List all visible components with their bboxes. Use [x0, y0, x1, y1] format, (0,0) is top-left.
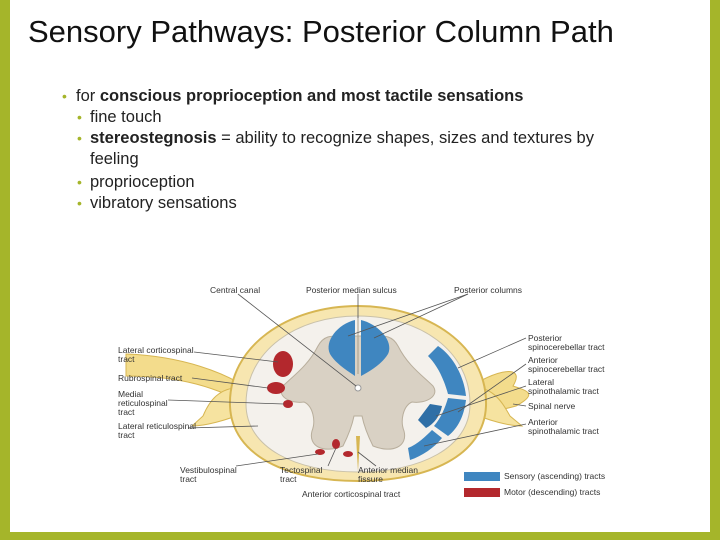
rubrospinal-tract: [267, 382, 285, 394]
stereostegnosis-def: = ability to recognize shapes, sizes and…: [216, 129, 594, 147]
legend-label-motor: Motor (descending) tracts: [504, 487, 601, 497]
label-posterior-median-sulcus: Posterior median sulcus: [306, 285, 397, 295]
label-central-canal: Central canal: [210, 285, 261, 295]
anterior-spinocerebellar-tract: [434, 398, 466, 436]
anterior-spinothalamic-tract: [408, 430, 442, 460]
bullet-dot-icon: •: [77, 109, 82, 125]
label-spinal-nerve: Spinal nerve: [528, 401, 576, 411]
central-canal: [354, 384, 362, 392]
stereostegnosis-def-cont: feeling: [90, 150, 139, 168]
bullet-dot-icon: •: [77, 130, 82, 146]
leader-lines: [167, 293, 527, 467]
stereostegnosis-term: stereostegnosis: [90, 129, 217, 147]
spinal-cord-illustration: [125, 293, 530, 483]
bullet-dot-icon: •: [62, 88, 67, 104]
slide: Sensory Pathways: Posterior Column Path …: [10, 0, 710, 532]
spinal-cord-figure: Central canal Posterior median sulcus Po…: [108, 276, 628, 504]
bullet-dot-icon: •: [77, 195, 82, 211]
legend-swatch-motor: [464, 488, 500, 497]
bullet-main-bold: conscious proprioception and most tactil…: [99, 87, 524, 105]
tectospinal-tract: [332, 439, 340, 449]
sub-bullet-text: proprioception: [90, 173, 195, 191]
lateral-spinothalamic-tract: [418, 404, 442, 428]
sub-bullet-text: vibratory sensations: [90, 194, 237, 212]
lateral-corticospinal-tract: [273, 351, 293, 377]
bullet-list: • for conscious proprioception and most …: [62, 86, 682, 214]
sub-bullet-stereostegnosis: • stereostegnosis = ability to recognize…: [62, 128, 682, 170]
bullet-dot-icon: •: [77, 174, 82, 190]
anterior-median-fissure: [356, 436, 360, 472]
posterior-spinocerebellar-tract: [428, 346, 466, 396]
sub-bullet-vibratory: • vibratory sensations: [62, 193, 682, 214]
bullet-main-prefix: for: [76, 87, 100, 105]
sub-bullet-proprioception: • proprioception: [62, 172, 682, 193]
label-rubrospinal: Rubrospinal tract: [118, 373, 183, 383]
label-posterior-columns: Posterior columns: [454, 285, 523, 295]
sub-bullet-text: fine touch: [90, 108, 162, 126]
posterior-column-left: [328, 320, 355, 376]
label-anterior-corticospinal: Anterior corticospinal tract: [302, 489, 401, 499]
legend-label-sensory: Sensory (ascending) tracts: [504, 471, 606, 481]
sub-bullet-fine-touch: • fine touch: [62, 107, 682, 128]
bullet-main: • for conscious proprioception and most …: [62, 86, 682, 107]
vestibulospinal-tract: [315, 449, 325, 455]
legend-swatch-sensory: [464, 472, 500, 481]
medial-reticulospinal-tract: [283, 400, 293, 408]
slide-title: Sensory Pathways: Posterior Column Path: [28, 14, 614, 49]
anterior-corticospinal-tract: [343, 451, 353, 457]
